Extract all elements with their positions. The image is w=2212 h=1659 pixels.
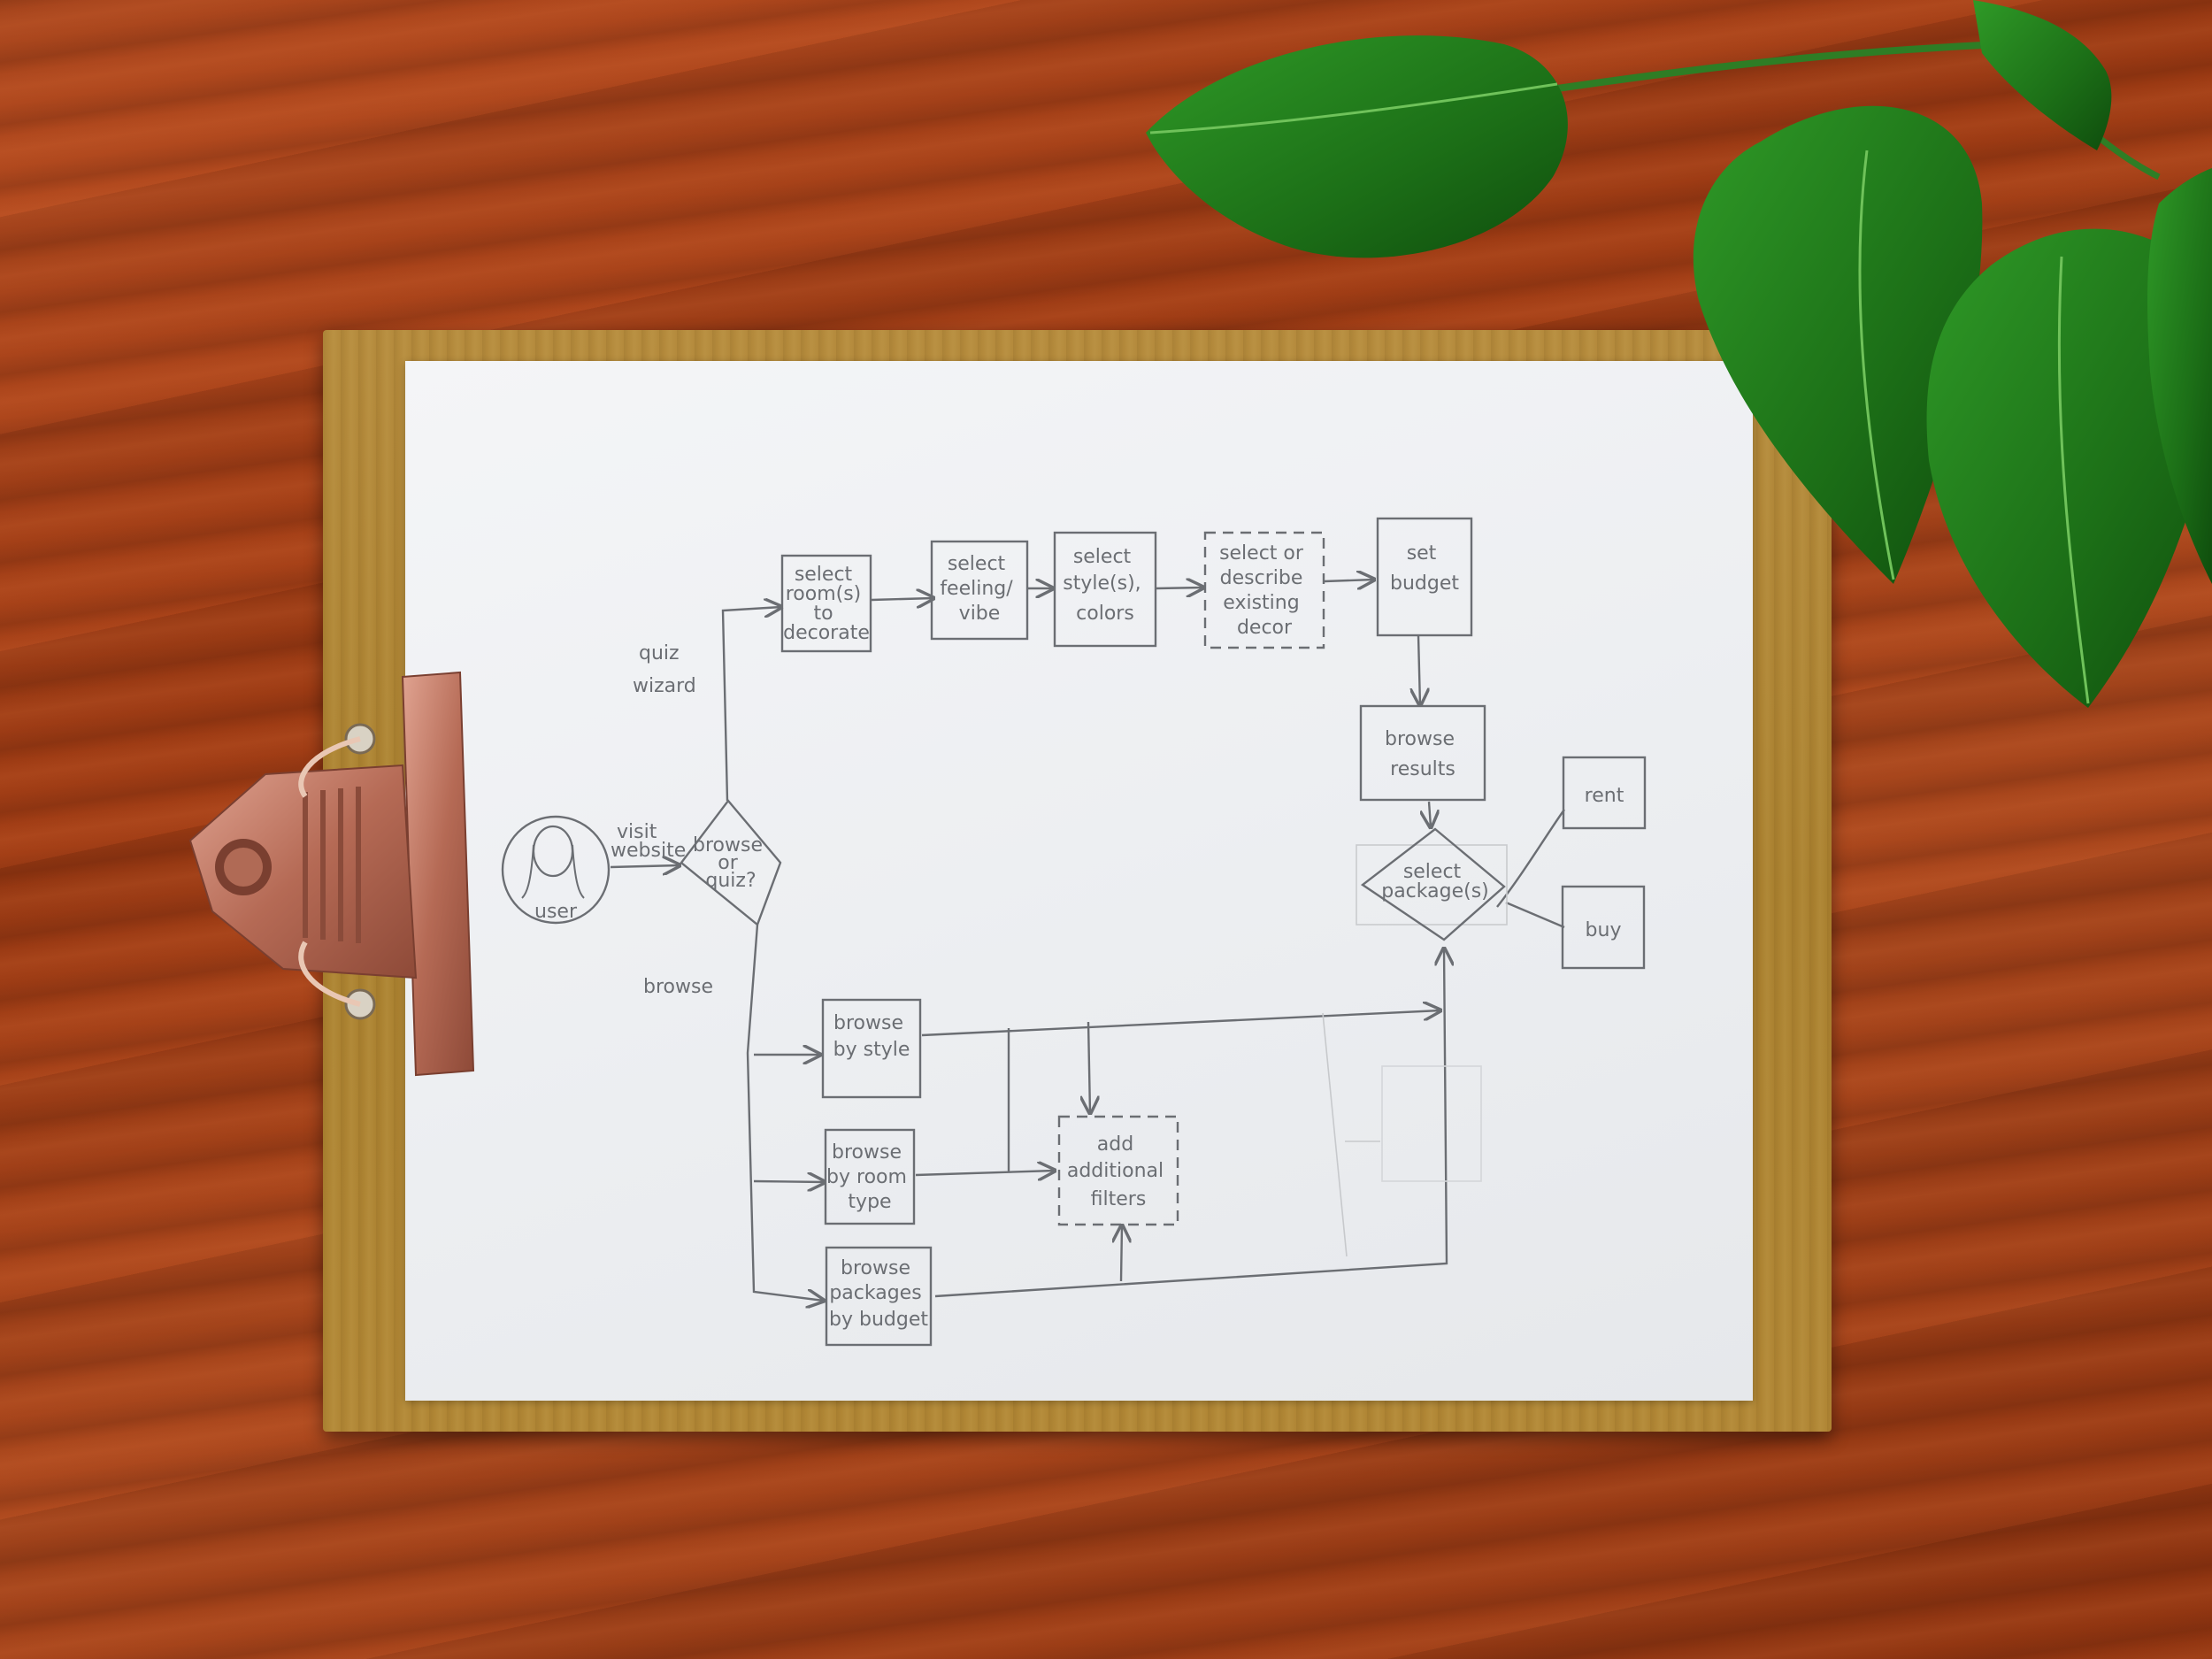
svg-text:select style(s),: select style(s), colors [1063, 546, 1147, 625]
outcome-rent: rent [1562, 756, 1647, 830]
user-label: user [534, 901, 578, 923]
step-add-additional-filters: add additional filters [1057, 1115, 1179, 1226]
step-browse-packages-by-budget: browse packages by budget [825, 1246, 933, 1347]
svg-text:set budget: set budget [1390, 542, 1459, 595]
svg-text:browse packages: browse packages by budget [829, 1257, 928, 1331]
plant-leaves-illustration [1146, 0, 2212, 708]
svg-text:browse by style: browse by style [833, 1012, 910, 1061]
svg-text:select package(s): select package(s) [1381, 861, 1489, 902]
outcome-buy: buy [1561, 885, 1646, 970]
svg-text:browse by room: browse by room type [826, 1141, 913, 1213]
decision-select-packages: select package(s) [1356, 827, 1508, 941]
flow-connectors [610, 580, 1565, 1301]
user-node: user [501, 815, 611, 925]
edge-label-visit-website: visit website [611, 821, 686, 862]
edge-label-quiz-wizard: quiz wizard [633, 642, 696, 697]
svg-text:browse or quiz: browse or quiz? [693, 834, 769, 892]
svg-text:add additional: add additional filters [1067, 1133, 1170, 1210]
step-select-decor-optional: select or describe existing decor [1203, 531, 1325, 649]
svg-text:select room(s): select room(s) to decorate [783, 564, 870, 644]
step-browse-by-room-type: browse by room type [824, 1128, 916, 1225]
svg-text:rent: rent [1585, 785, 1624, 807]
erased-box-ghost [1381, 1065, 1482, 1182]
step-browse-results: browse results [1359, 704, 1486, 802]
step-select-feeling: select feeling/ vibe [930, 540, 1029, 641]
decision-browse-or-quiz: browse or quiz? [680, 799, 782, 926]
step-set-budget: set budget [1376, 517, 1473, 637]
step-browse-by-style: browse by style [821, 998, 922, 1099]
svg-text:browse results: browse results [1385, 728, 1461, 780]
user-face-icon [532, 825, 574, 878]
binder-clip-illustration [188, 671, 475, 1077]
svg-text:buy: buy [1586, 919, 1622, 941]
edge-label-browse: browse [643, 976, 713, 998]
step-select-styles: select style(s), colors [1053, 531, 1157, 648]
paper-sheet [405, 361, 1753, 1401]
svg-text:select feeling/: select feeling/ vibe [940, 553, 1018, 625]
svg-text:select or describe: select or describe existing decor [1219, 542, 1310, 639]
step-select-rooms: select room(s) to decorate [780, 554, 872, 653]
